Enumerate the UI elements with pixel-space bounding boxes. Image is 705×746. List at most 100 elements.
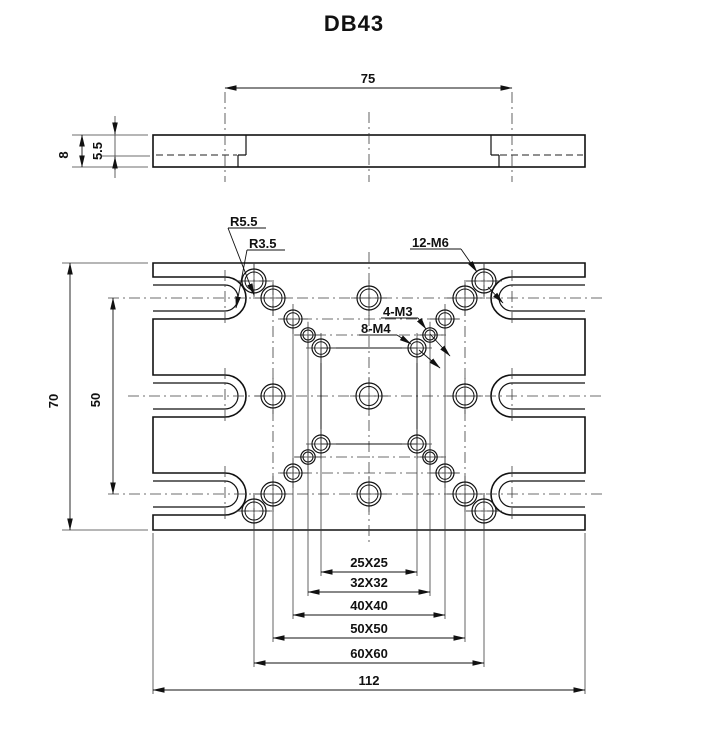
- hole-inner-circle: [455, 484, 475, 504]
- hole-inner-circle: [314, 341, 328, 355]
- hole-outer-circle: [241, 498, 267, 524]
- hole-inner-circle: [359, 386, 379, 406]
- side-view-counterbore-steps: [237, 135, 500, 167]
- hole-outer-circle: [407, 434, 427, 454]
- dim-text-70: 70: [46, 394, 61, 408]
- hole-inner-circle: [359, 288, 379, 308]
- m6-hole: [236, 493, 272, 529]
- hole-inner-circle: [263, 288, 283, 308]
- hole-outer-circle: [407, 338, 427, 358]
- dim-50: 50: [88, 297, 116, 495]
- label-text-r5-5: R5.5: [230, 214, 257, 229]
- hole-inner-circle: [474, 501, 494, 521]
- hole-outer-circle: [260, 383, 286, 409]
- hole-inner-circle: [244, 501, 264, 521]
- hole-outer-circle: [355, 382, 383, 410]
- leader-12-m6-b: [487, 286, 504, 304]
- hole-outer-circle: [471, 498, 497, 524]
- hole-pattern: [236, 263, 502, 529]
- leader-8-m4-a: [396, 334, 412, 345]
- top-view: R5.5 R3.5 12-M6 4-M3 8-M4: [46, 214, 603, 694]
- hole-inner-circle: [302, 329, 314, 341]
- hole-outer-circle: [300, 449, 316, 465]
- label-8-m4: 8-M4: [359, 321, 441, 369]
- m6-hole: [255, 280, 291, 316]
- hole-outer-circle: [283, 309, 303, 329]
- m4-hole: [306, 333, 336, 363]
- hole-outer-circle: [452, 481, 478, 507]
- dim-text-8: 8: [56, 151, 71, 158]
- hole-outer-circle: [311, 434, 331, 454]
- hole-outer-circle: [260, 285, 286, 311]
- label-r3-5: R3.5: [235, 236, 285, 309]
- hole-inner-circle: [455, 288, 475, 308]
- hole-outer-circle: [452, 285, 478, 311]
- hole-inner-circle: [302, 451, 314, 463]
- hole-outer-circle: [435, 309, 455, 329]
- leader-4-m3-a: [416, 317, 427, 330]
- hole-inner-circle: [263, 386, 283, 406]
- leader-r5-5: [227, 227, 255, 296]
- dim-ext-70: [62, 262, 148, 531]
- hole-outer-circle: [300, 327, 316, 343]
- m6-hole: [255, 378, 291, 414]
- m4-hole: [430, 304, 460, 334]
- dim-ext-5-5: [101, 116, 150, 178]
- hole-inner-circle: [410, 341, 424, 355]
- dim-70: 70: [46, 262, 148, 531]
- hole-outer-circle: [452, 383, 478, 409]
- dim-text-5-5: 5.5: [90, 142, 105, 160]
- hole-outer-circle: [283, 463, 303, 483]
- hole-inner-circle: [286, 466, 300, 480]
- hole-inner-circle: [474, 271, 494, 291]
- m3-hole: [294, 321, 322, 349]
- leader-8-m4-b: [418, 349, 441, 369]
- m6-hole: [447, 378, 483, 414]
- hole-outer-circle: [422, 327, 438, 343]
- label-12-m6: 12-M6: [410, 235, 504, 304]
- m3-hole: [416, 443, 444, 471]
- hole-inner-circle: [424, 451, 436, 463]
- hole-inner-circle: [410, 437, 424, 451]
- square-25x25-outline: [320, 347, 418, 445]
- hole-inner-circle: [286, 312, 300, 326]
- hole-outer-circle: [471, 268, 497, 294]
- dim-text-32x32: 32X32: [350, 575, 388, 590]
- dim-text-40x40: 40X40: [350, 598, 388, 613]
- label-text-8-m4: 8-M4: [361, 321, 391, 336]
- hole-outer-circle: [260, 481, 286, 507]
- label-r5-5: R5.5: [227, 214, 266, 296]
- label-text-4-m3: 4-M3: [383, 304, 413, 319]
- hole-inner-circle: [455, 386, 475, 406]
- hole-outer-circle: [435, 463, 455, 483]
- hole-outer-circle: [311, 338, 331, 358]
- m4-hole: [402, 429, 432, 459]
- dim-text-50x50: 50X50: [350, 621, 388, 636]
- dim-ext-8: [72, 134, 148, 168]
- hole-inner-circle: [424, 329, 436, 341]
- m4-hole: [278, 458, 308, 488]
- leader-r3-5: [235, 249, 248, 309]
- m6-hole: [351, 280, 387, 316]
- m4-hole: [278, 304, 308, 334]
- m6-hole: [466, 263, 502, 299]
- extension-lines: [152, 319, 586, 694]
- m6-hole: [351, 476, 387, 512]
- hole-inner-circle: [314, 437, 328, 451]
- dim-text-60x60: 60X60: [350, 646, 388, 661]
- m6-hole: [447, 476, 483, 512]
- dim-chain-bottom: 25X25 32X32 40X40 50X50 60X60 112: [152, 555, 586, 693]
- drawing-title: DB43: [324, 11, 384, 36]
- m4-hole: [306, 429, 336, 459]
- leader-4-m3-b: [429, 333, 451, 357]
- m4-hole: [430, 458, 460, 488]
- side-view-centerlines: [224, 92, 513, 182]
- hole-inner-circle: [438, 312, 452, 326]
- center-hole: [350, 377, 388, 415]
- hole-outer-circle: [356, 481, 382, 507]
- dim-text-112: 112: [359, 673, 380, 688]
- m6-hole: [466, 493, 502, 529]
- m6-hole: [447, 280, 483, 316]
